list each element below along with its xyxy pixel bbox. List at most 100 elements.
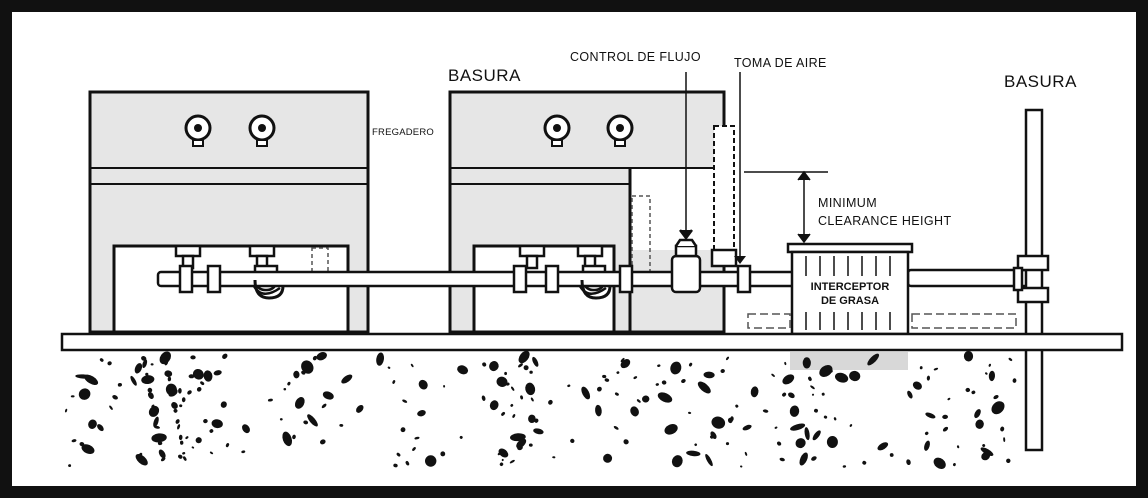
soil-speck [664,424,678,435]
soil-speck [1012,378,1017,383]
soil-speck [620,359,631,369]
soil-speck [993,395,999,400]
soil-speck [681,378,686,384]
p-trap-left [253,279,285,300]
soil-speck [177,424,181,430]
soil-speck [417,410,426,417]
soil-speck [614,392,619,396]
soil-speck [984,372,988,375]
soil-speck [504,371,508,376]
soil-speck [710,435,714,439]
soil-speck [160,457,166,462]
soil-speck [567,384,571,388]
soil-speck [750,386,759,398]
soil-speck [525,382,536,396]
soil-speck [533,428,544,435]
soil-speck [396,452,401,457]
soil-speck [303,420,309,425]
soil-speck [178,434,183,441]
soil-speck [802,357,811,369]
soil-speck [282,431,293,447]
soil-speck [842,465,847,468]
soil-speck [528,443,533,447]
soil-speck [159,351,171,365]
soil-speck [1000,426,1005,432]
soil-speck [742,424,752,431]
soil-texture [64,350,1017,470]
soil-speck [790,423,806,431]
soil-speck [387,366,391,369]
soil-speck [145,372,149,376]
soil-speck [789,405,800,417]
soil-speck [762,409,769,413]
soil-speck [481,395,486,401]
soil-speck [188,374,195,379]
soil-speck [400,427,406,433]
soil-speck [178,388,182,394]
soil-speck [142,359,148,369]
soil-speck [963,350,974,362]
label-toma-de-aire: TOMA DE AIRE [734,56,827,70]
soil-speck [597,386,602,392]
soil-speck [529,370,533,374]
soil-speck [819,365,833,377]
soil-speck [581,386,591,400]
faucet-knob-icon [606,114,634,147]
soil-speck [316,352,327,361]
soil-speck [862,460,867,465]
soil-speck [164,360,169,366]
soil-speck [489,361,499,372]
soil-speck [511,386,515,391]
soil-speck [657,392,673,403]
soil-speck [81,444,95,454]
soil-speck [980,447,994,456]
soil-speck [620,357,625,363]
soil-speck [942,414,948,420]
air-intake-vent [710,72,746,268]
soil-speck [165,383,177,396]
soil-speck [341,374,353,384]
soil-speck [112,395,118,400]
soil-speck [630,406,639,417]
soil-speck [402,399,408,403]
soil-speck [482,362,487,367]
soil-speck [811,456,817,461]
soil-speck [203,418,208,424]
soil-speck [924,440,930,451]
soil-speck [443,385,446,388]
soil-speck [356,404,364,413]
soil-speck [686,450,701,457]
vertical-stack-pipe [1012,108,1050,452]
soil-speck [459,435,463,439]
soil-speck [158,449,166,459]
soil-speck [988,363,991,367]
soil-speck [425,455,437,467]
soil-speck [849,424,853,427]
soil-speck [148,405,160,417]
soil-speck [694,443,697,447]
soil-speck [516,438,527,449]
soil-speck [812,430,821,441]
p-trap-middle [580,279,612,300]
soil-speck [518,350,530,364]
soil-speck [457,365,469,375]
soil-speck [788,392,795,399]
soil-speck [988,370,996,382]
soil-speck [703,371,715,379]
faucet-knob-icon [543,114,571,147]
soil-speck [814,408,818,413]
soil-speck [867,353,880,366]
soil-speck [889,453,894,457]
soil-speck [418,379,428,390]
soil-speck [64,408,68,413]
label-clearance-line2: CLEARANCE HEIGHT [818,214,952,228]
soil-speck [982,444,986,447]
dashed-vent-middle [631,195,651,273]
label-control-de-flujo: CONTROL DE FLUJO [570,50,701,64]
soil-speck [688,411,692,415]
soil-speck [616,371,620,374]
soil-speck [167,376,172,382]
soil-speck [70,395,75,398]
